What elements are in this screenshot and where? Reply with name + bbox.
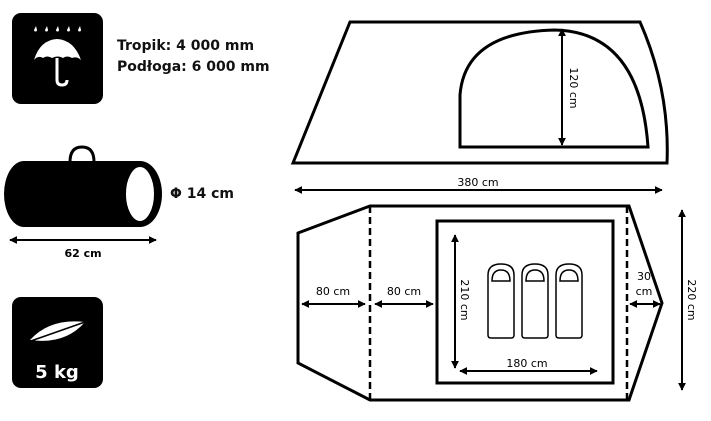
pack-diameter-label: Φ 14 cm [170, 186, 234, 202]
tent-side-view: 120 cm [290, 20, 669, 165]
vestibule-middle-label: 80 cm [387, 285, 421, 298]
inner-width-label: 180 cm [506, 357, 547, 370]
total-width-label: 220 cm [685, 279, 698, 320]
sleeping-bag-icon [487, 263, 583, 339]
inner-length-label: 210 cm [458, 279, 471, 320]
feather-icon [12, 297, 103, 388]
tent-floor-plan: 80 cm 80 cm 210 cm 180 cm 30 cm 220 cm [296, 204, 698, 402]
height-label: 120 cm [567, 67, 580, 108]
tent-bag-icon [4, 145, 162, 227]
weight-label: 5 kg [35, 362, 79, 383]
vestibule-front-label: 80 cm [316, 285, 350, 298]
rainfly-spec: Tropik: 4 000 mm [117, 38, 254, 54]
vestibule-rear-label-1: 30 [637, 270, 651, 283]
floor-spec: Podłoga: 6 000 mm [117, 59, 270, 75]
pack-length-label: 62 cm [64, 247, 101, 260]
length-label: 380 cm [457, 176, 498, 189]
vestibule-rear-label-2: cm [636, 285, 653, 298]
umbrella-rain-icon [12, 13, 103, 104]
